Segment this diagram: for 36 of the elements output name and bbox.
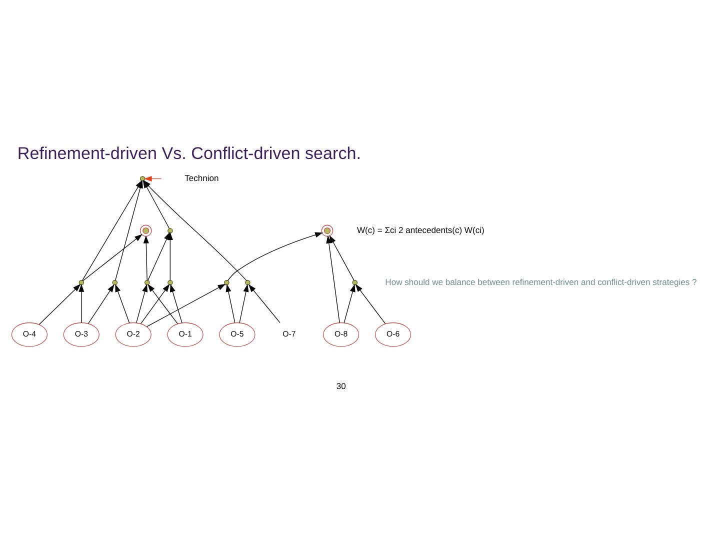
node-circle bbox=[140, 176, 146, 181]
label: 30 bbox=[336, 380, 346, 390]
arrow bbox=[140, 283, 170, 324]
label: How should we balance between refinement-driven and conflict-driven strategies ? bbox=[385, 276, 697, 286]
arrow bbox=[248, 284, 280, 323]
node-circle bbox=[140, 224, 152, 236]
node-circle bbox=[144, 280, 150, 285]
diagram-title: Refinement-driven Vs. Conflict-driven search. bbox=[17, 143, 362, 162]
arrow bbox=[88, 284, 114, 324]
arrow bbox=[115, 284, 130, 323]
node-circle bbox=[168, 280, 173, 285]
node-circle bbox=[224, 280, 230, 285]
arrow bbox=[82, 234, 142, 281]
arrow bbox=[326, 234, 340, 323]
arrow bbox=[143, 234, 149, 280]
arrow bbox=[170, 284, 182, 323]
arrow bbox=[146, 283, 226, 327]
node-circle bbox=[78, 280, 84, 285]
label: Technion bbox=[184, 172, 219, 183]
arrow bbox=[355, 283, 386, 324]
arrow bbox=[226, 284, 236, 323]
arrow bbox=[227, 232, 323, 280]
arrow bbox=[239, 284, 249, 323]
node-circle bbox=[352, 280, 358, 285]
arrow bbox=[38, 283, 81, 324]
node-circle bbox=[321, 224, 334, 236]
arrow bbox=[329, 234, 354, 280]
node-circle bbox=[245, 280, 250, 285]
arrow bbox=[136, 284, 148, 323]
label: W(c) = Σci 2 antecedents(c) W(ci) bbox=[356, 224, 484, 234]
node-circle bbox=[112, 280, 118, 285]
arrow bbox=[148, 283, 178, 324]
arrow bbox=[344, 284, 356, 323]
arrow bbox=[78, 284, 84, 323]
node-circle bbox=[168, 228, 173, 233]
arrow bbox=[148, 232, 170, 280]
